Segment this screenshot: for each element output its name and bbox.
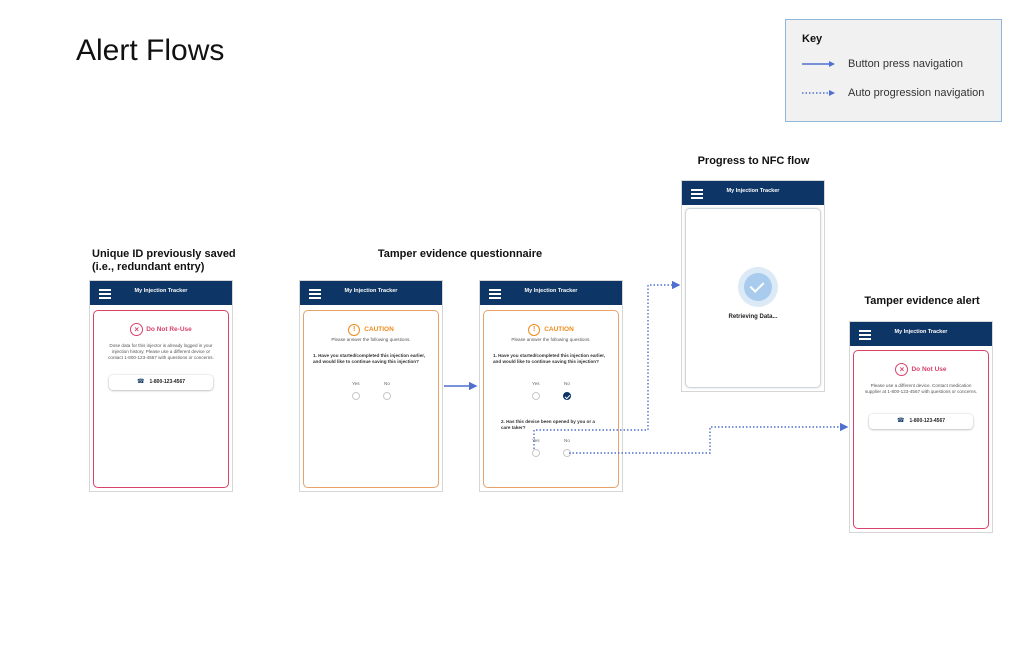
- call-button-label: 1-800-123-4567: [149, 379, 186, 385]
- caution-instructions: Please answer the following questions.: [511, 337, 591, 342]
- app-header-title: My Injection Tracker: [726, 188, 780, 194]
- exclamation-circle-icon: !: [528, 323, 541, 336]
- radio-q1-no-checked[interactable]: [563, 392, 571, 400]
- app-header: My Injection Tracker: [850, 322, 992, 346]
- section-title-nfc-flow: Progress to NFC flow: [697, 155, 810, 167]
- alert-card: ×Do Not Use Please use a different devic…: [853, 350, 989, 529]
- question-2: 2. Has this device been opened by you or…: [501, 419, 595, 430]
- no-label: No: [384, 381, 390, 386]
- alert-message: Dose data for this injector is already l…: [108, 343, 214, 360]
- call-button-label: 1-800-123-4567: [909, 418, 946, 424]
- solid-arrow-icon: [802, 61, 835, 67]
- alert-heading: ×Do Not Use: [854, 361, 988, 379]
- app-header-title: My Injection Tracker: [894, 329, 948, 335]
- app-header-title: My Injection Tracker: [134, 288, 188, 294]
- hamburger-icon[interactable]: [489, 289, 501, 299]
- yes-label: Yes: [532, 438, 540, 443]
- caution-card: !CAUTION Please answer the following que…: [303, 310, 439, 488]
- phone-screen-caution-step-1: My Injection Tracker !CAUTION Please ans…: [299, 280, 443, 492]
- phone-screen-nfc-retrieving: My Injection Tracker Retrieving Data...: [681, 180, 825, 392]
- no-label: No: [564, 381, 570, 386]
- phone-icon: ☎: [896, 418, 905, 424]
- page-title: Alert Flows: [76, 34, 225, 67]
- caution-instructions: Please answer the following questions.: [331, 337, 411, 342]
- key-label-auto-progression: Auto progression navigation: [848, 87, 985, 99]
- alert-card: ×Do Not Re-Use Dose data for this inject…: [93, 310, 229, 488]
- app-header: My Injection Tracker: [90, 281, 232, 305]
- yes-label: Yes: [532, 381, 540, 386]
- alert-message: Please use a different device. Contact m…: [864, 383, 978, 394]
- key-legend: Key Button press navigation Auto progres…: [785, 19, 1002, 122]
- phone-icon: ☎: [136, 379, 145, 385]
- key-title: Key: [802, 33, 823, 45]
- phone-screen-do-not-use: My Injection Tracker ×Do Not Use Please …: [849, 321, 993, 533]
- hamburger-icon[interactable]: [99, 289, 111, 299]
- close-circle-icon: ×: [895, 363, 909, 377]
- phone-screen-do-not-reuse: My Injection Tracker ×Do Not Re-Use Dose…: [89, 280, 233, 492]
- section-title-tamper-alert: Tamper evidence alert: [864, 295, 980, 307]
- yes-label: Yes: [352, 381, 360, 386]
- status-card: Retrieving Data...: [685, 208, 821, 388]
- retrieving-status: Retrieving Data...: [728, 314, 778, 320]
- caution-title: CAUTION: [544, 326, 574, 334]
- hamburger-icon[interactable]: [859, 330, 871, 340]
- radio-q1-no[interactable]: [383, 392, 391, 400]
- hamburger-icon[interactable]: [309, 289, 321, 299]
- hamburger-icon[interactable]: [691, 189, 703, 199]
- app-header-title: My Injection Tracker: [344, 288, 398, 294]
- radio-q1-yes[interactable]: [352, 392, 360, 400]
- flow-arrow-auto-to-nfc: [533, 280, 681, 449]
- question-1: 1. Have you started/completed this injec…: [493, 353, 606, 364]
- exclamation-circle-icon: !: [348, 323, 361, 336]
- alert-heading: ×Do Not Re-Use: [94, 321, 228, 339]
- radio-q2-yes[interactable]: [532, 449, 540, 457]
- flow-arrow-auto-to-alert: [569, 422, 849, 454]
- question-1: 1. Have you started/completed this injec…: [313, 353, 426, 364]
- caution-title: CAUTION: [364, 326, 394, 334]
- phone-screen-caution-step-2: My Injection Tracker !CAUTION Please ans…: [479, 280, 623, 492]
- caution-heading: !CAUTION: [484, 321, 618, 339]
- app-header: My Injection Tracker: [480, 281, 622, 305]
- caution-heading: !CAUTION: [304, 321, 438, 339]
- section-title-tamper-questionnaire: Tamper evidence questionnaire: [377, 248, 543, 260]
- call-button[interactable]: ☎ 1-800-123-4567: [869, 414, 973, 429]
- section-title-unique-id: Unique ID previously saved (i.e., redund…: [92, 248, 236, 273]
- radio-q1-yes[interactable]: [532, 392, 540, 400]
- call-button[interactable]: ☎ 1-800-123-4567: [109, 375, 213, 390]
- alert-title: Do Not Re-Use: [146, 326, 192, 334]
- no-label: No: [564, 438, 570, 443]
- progress-spinner: [738, 267, 778, 307]
- app-header: My Injection Tracker: [682, 181, 824, 205]
- app-header: My Injection Tracker: [300, 281, 442, 305]
- caution-card: !CAUTION Please answer the following que…: [483, 310, 619, 488]
- close-circle-icon: ×: [130, 323, 144, 337]
- dotted-arrow-icon: [802, 90, 835, 96]
- alert-title: Do Not Use: [911, 366, 947, 374]
- key-label-button-press: Button press navigation: [848, 58, 963, 70]
- app-header-title: My Injection Tracker: [524, 288, 578, 294]
